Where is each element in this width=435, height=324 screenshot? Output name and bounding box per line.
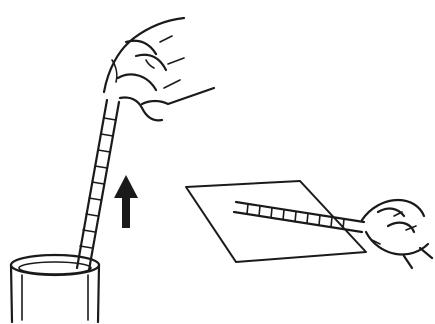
- hand-holding-strip-icon: [104, 18, 214, 120]
- arrow-up-icon: [114, 175, 138, 228]
- hand-holding-strip-right-icon: [362, 200, 432, 268]
- strip-on-paper-icon: [186, 181, 432, 268]
- dip-strip-in-jar-icon: [11, 18, 214, 322]
- test-strip-vertical-icon: [77, 100, 119, 270]
- specimen-jar-icon: [11, 255, 99, 322]
- blotting-paper-icon: [186, 181, 366, 262]
